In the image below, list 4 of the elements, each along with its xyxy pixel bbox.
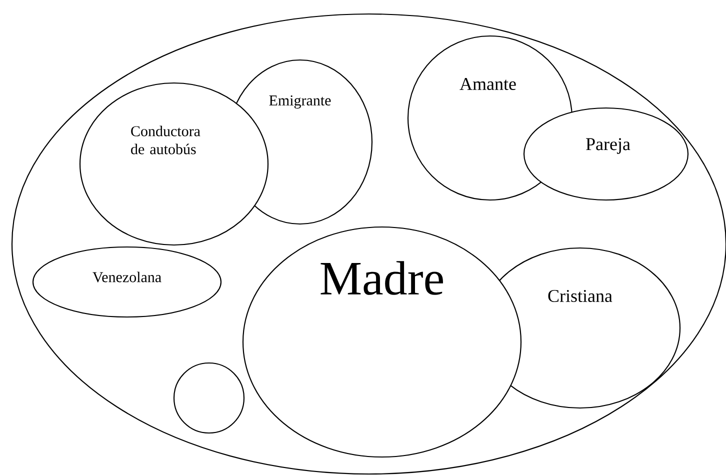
node-label: Madre [320,261,443,295]
node-label: Conductora de autobús [131,126,200,154]
empty-circle [173,362,245,434]
node-label: Pareja [586,138,630,154]
